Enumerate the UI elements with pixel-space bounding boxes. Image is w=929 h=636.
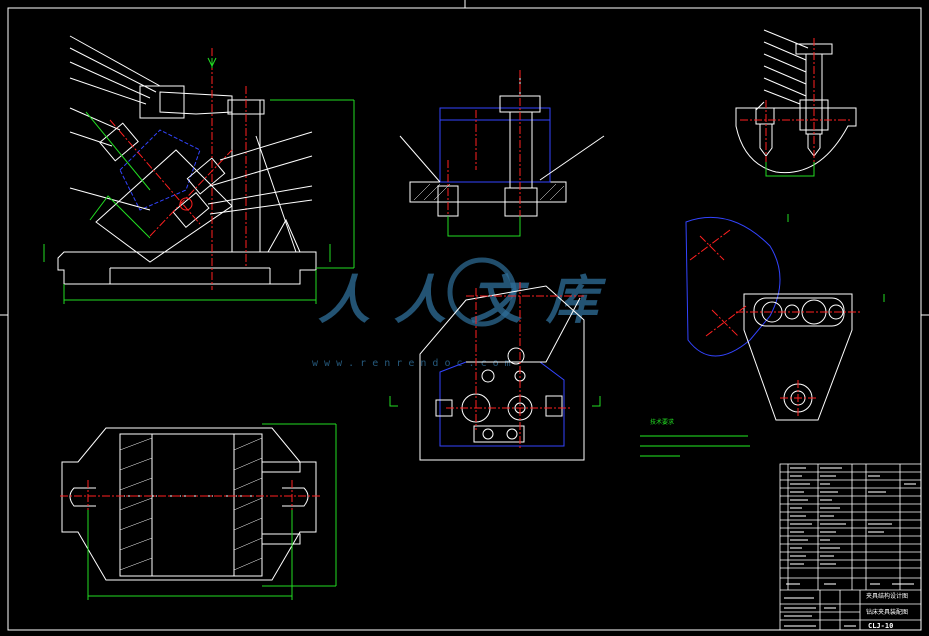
watermark: 人人文库 w w w . r e n r e n d o c . c o m [312,257,607,369]
plan-view-middle [419,282,585,461]
watermark-url: w w w . r e n r e n d o c . c o m [312,358,511,369]
section-markers [207,57,885,407]
technical-requirements-heading: 技术要求 [650,418,674,426]
section-view-right [735,29,857,177]
title-block-title-line2: 钻床夹具装配图 [866,608,908,616]
section-view-top [399,70,605,237]
side-view-right [685,216,860,421]
technical-requirements: 技术要求 [640,418,750,457]
watermark-text: 人人文库 [318,271,607,331]
drawing-number: CLJ-10 [868,622,893,630]
front-view-assembly [43,35,355,304]
title-block-cell-marks [784,467,916,627]
title-block-title-line1: 夹具结构设计图 [866,592,908,600]
title-block [779,463,922,631]
plan-view-bottom [60,423,337,600]
